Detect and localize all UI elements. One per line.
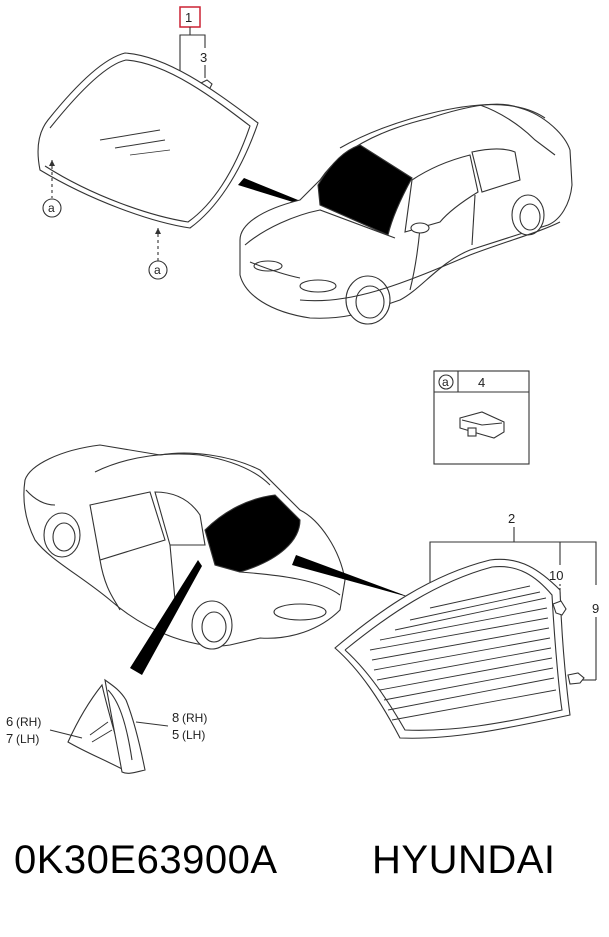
- windshield-glass: [37, 52, 259, 229]
- ref-a-label-1: a: [48, 201, 55, 215]
- sedan-front-view: [239, 103, 573, 325]
- front-windshield-highlight: [317, 144, 413, 236]
- quarter-glass-pointer: [130, 560, 202, 675]
- quarter-glass-group: 6 (RH) 7 (LH) 8 (RH) 5 (LH): [6, 678, 207, 774]
- defroster-lines: [369, 585, 557, 721]
- part-4-box: a 4: [433, 370, 530, 465]
- ref-a-label-2: a: [154, 263, 161, 277]
- callout-9-label: 9: [592, 601, 599, 616]
- brand-name: HYUNDAI: [372, 838, 556, 882]
- callout-7-label: 7: [6, 731, 13, 746]
- part-number: 0K30E63900A: [14, 838, 278, 882]
- rear-windshield-highlight: [204, 494, 301, 573]
- ref-circle-a-3: [438, 374, 454, 390]
- clip-part-10: [552, 600, 567, 616]
- lh-label-left: (LH): [16, 732, 39, 746]
- rear-glass-pointer: [292, 555, 412, 598]
- callout-6-label: 6: [6, 714, 13, 729]
- ref-circle-a-2: [148, 260, 168, 280]
- ref-circle-a-1: [42, 198, 62, 218]
- lh-label-right: (LH): [182, 728, 205, 742]
- rear-glass-group: 2 10 9: [334, 511, 599, 739]
- ref-a-label-3: a: [442, 375, 449, 389]
- callout-4-label: 4: [478, 375, 485, 390]
- rh-label-left: (RH): [16, 715, 41, 729]
- sedan-rear-view: [23, 444, 346, 650]
- windshield-group: 1 3 a a: [37, 6, 259, 280]
- callout-2-label: 2: [508, 511, 515, 526]
- callout-5-label: 5: [172, 727, 179, 742]
- callout-8-label: 8: [172, 710, 179, 725]
- clip-part-9: [567, 672, 585, 685]
- callout-10-label: 10: [549, 568, 563, 583]
- callout-3-label: 3: [200, 50, 207, 65]
- callout-1-label: 1: [185, 10, 192, 25]
- rh-label-right: (RH): [182, 711, 207, 725]
- rear-glass: [334, 558, 571, 739]
